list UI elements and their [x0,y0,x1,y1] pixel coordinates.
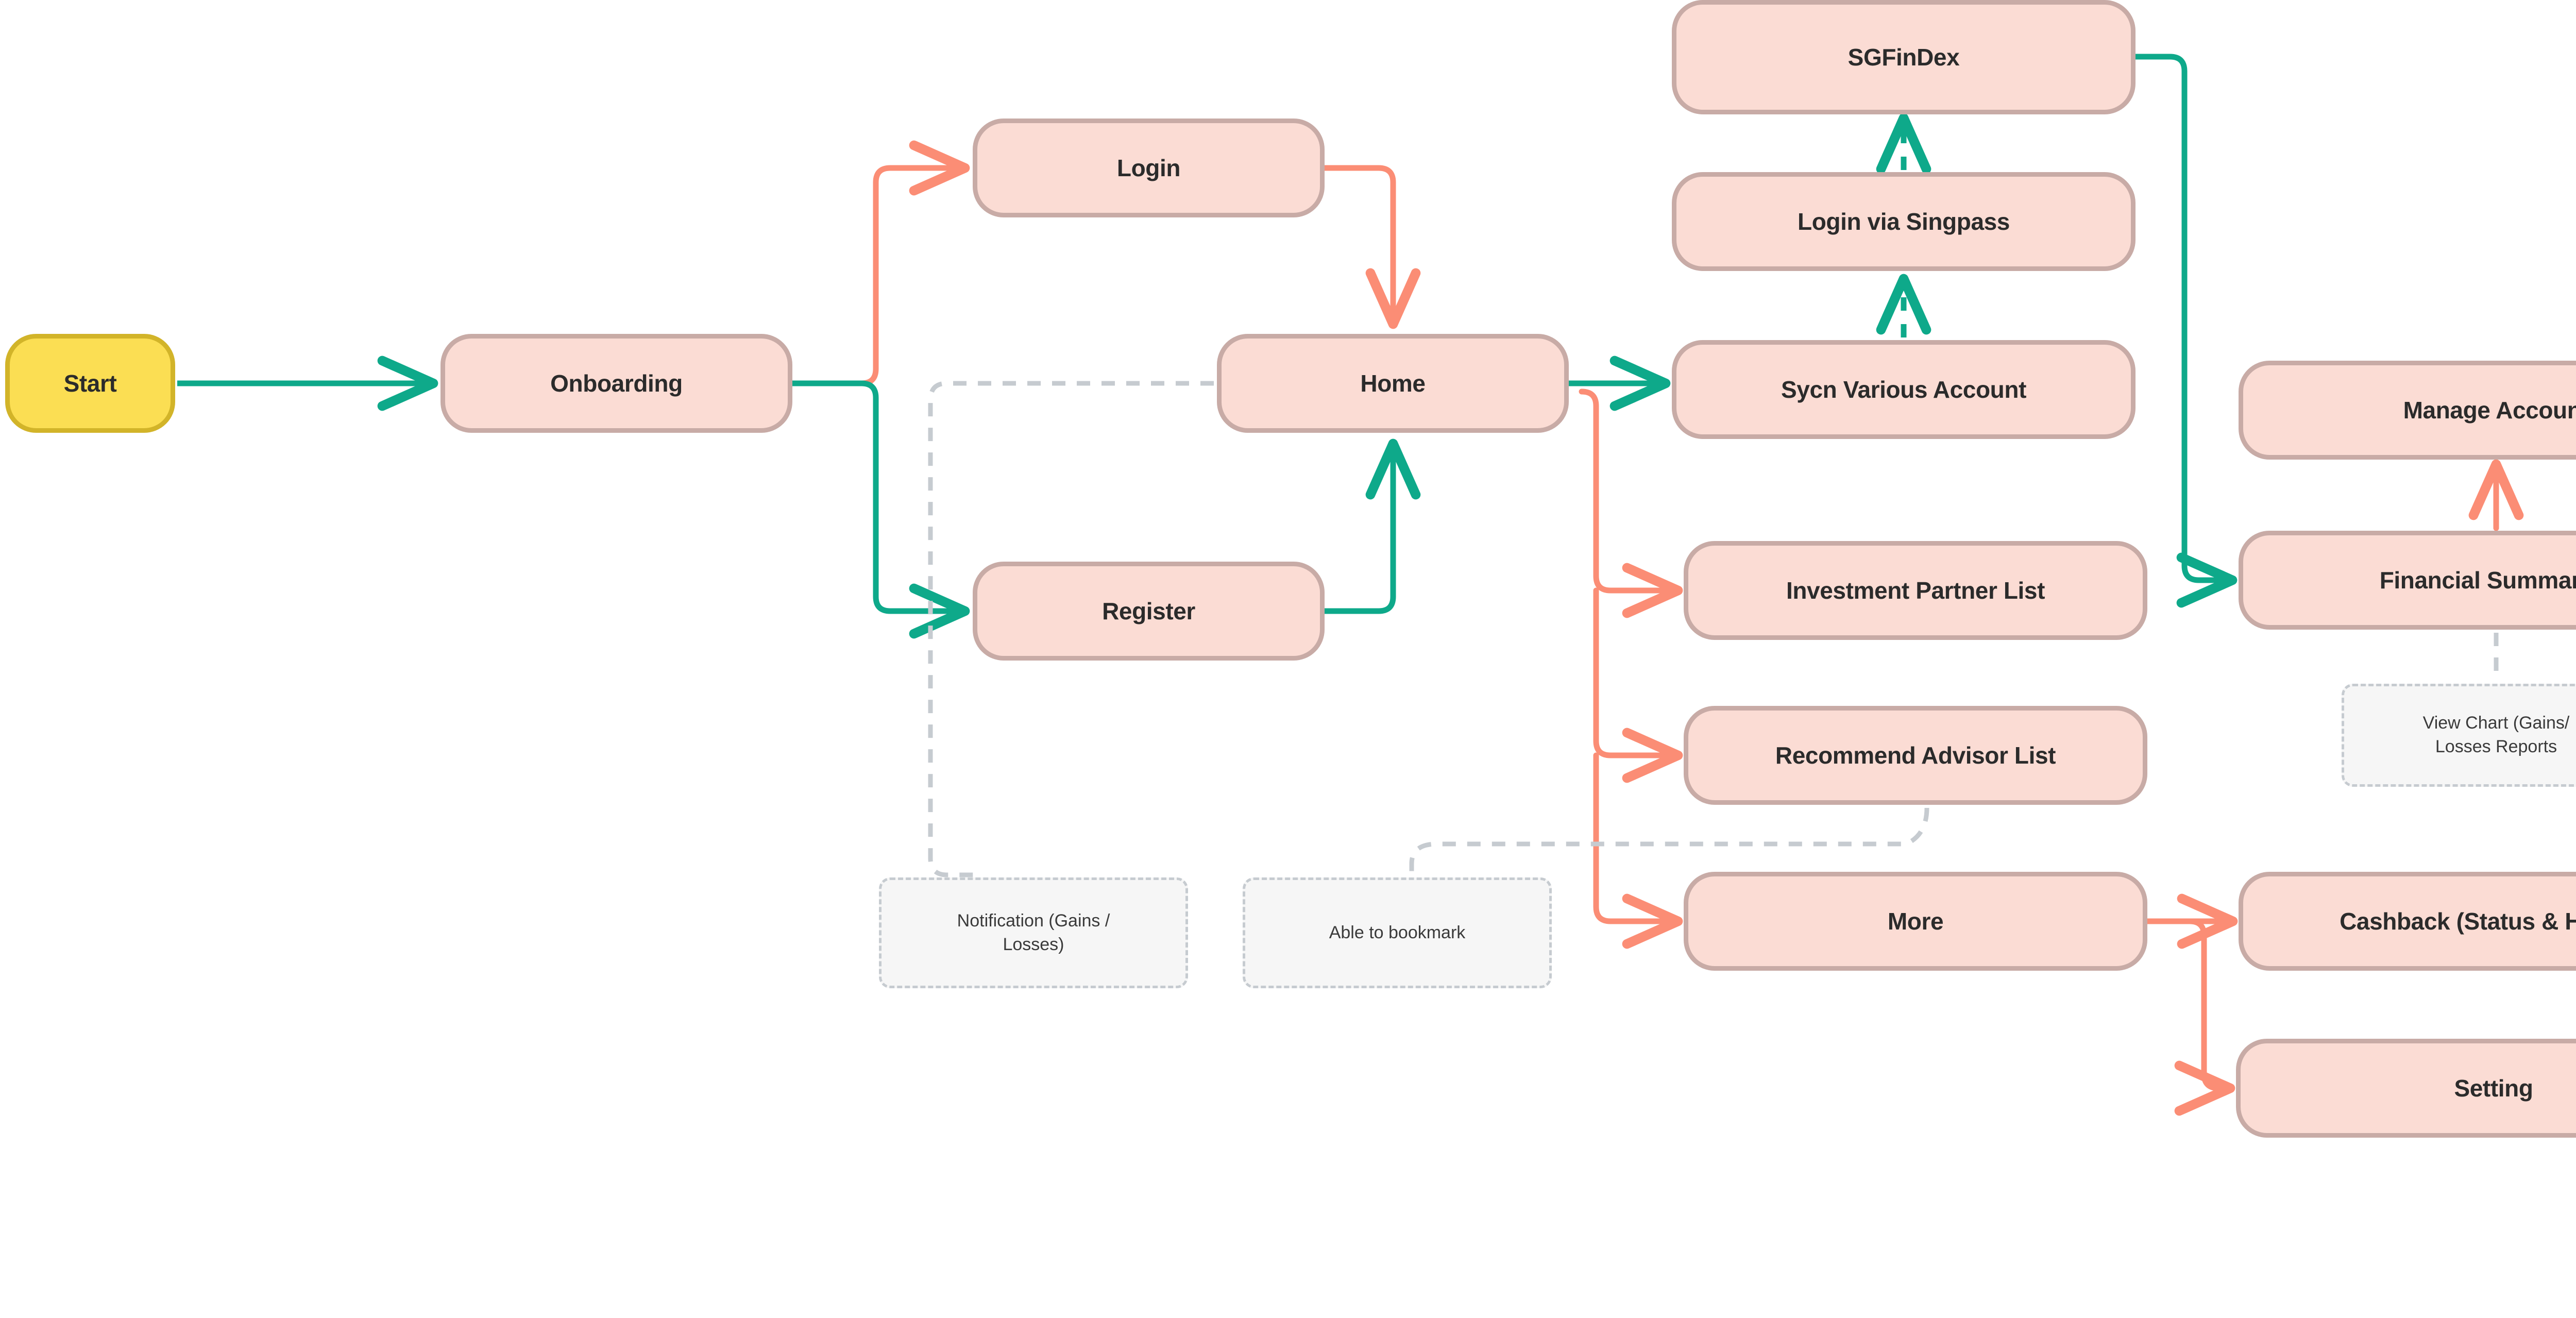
node-onboarding-label: Onboarding [550,369,683,397]
edge-sgfindex-financial [2132,54,2238,608]
note-notification: Notification (Gains / Losses) [879,877,1188,988]
edge-onboarding-login [789,140,970,386]
node-register-label: Register [1102,597,1195,624]
node-sync-various-account-label: Sycn Various Account [1781,376,2026,403]
node-onboarding[interactable]: Onboarding [440,334,792,433]
edge-login-home [1321,165,1421,329]
node-login[interactable]: Login [973,119,1325,217]
node-home-label: Home [1360,369,1426,397]
edge-advisor-note-bookmark [1409,807,1929,876]
note-notification-label: Notification (Gains / Losses) [957,910,1110,954]
node-investment-partner-list[interactable]: Investment Partner List [1684,541,2147,640]
node-register[interactable]: Register [973,562,1325,661]
node-recommend-advisor-list-label: Recommend Advisor List [1775,741,2056,769]
edge-more-setting [2174,918,2235,1116]
node-start-label: Start [63,369,117,397]
node-sgfindex-label: SGFinDex [1848,43,1960,71]
edge-onboarding-register [789,380,970,639]
node-manage-account[interactable]: Manage Account [2239,361,2576,460]
node-financial-summaries[interactable]: Financial Summaries [2239,531,2576,630]
note-view-chart: View Chart (Gains/ Losses Reports [2342,684,2576,787]
node-home[interactable]: Home [1217,334,1569,433]
node-sgfindex[interactable]: SGFinDex [1672,0,2136,114]
edge-register-home [1321,438,1421,614]
node-more-label: More [1887,907,1944,935]
edge-home-advisor [1593,587,1683,783]
node-login-via-singpass[interactable]: Login via Singpass [1672,172,2136,271]
node-setting[interactable]: Setting [2236,1039,2576,1138]
node-cashback[interactable]: Cashback (Status & History) [2239,872,2576,971]
edge-home-more [1593,752,1683,949]
node-login-via-singpass-label: Login via Singpass [1798,208,2010,235]
note-view-chart-label: View Chart (Gains/ Losses Reports [2422,713,2570,756]
note-bookmark: Able to bookmark [1243,877,1552,988]
node-financial-summaries-label: Financial Summaries [2379,566,2576,594]
node-more[interactable]: More [1684,872,2147,971]
node-recommend-advisor-list[interactable]: Recommend Advisor List [1684,706,2147,805]
node-sync-various-account[interactable]: Sycn Various Account [1672,340,2136,439]
node-setting-label: Setting [2454,1074,2533,1102]
node-investment-partner-list-label: Investment Partner List [1786,577,2045,604]
note-bookmark-label: Able to bookmark [1329,922,1466,942]
node-start[interactable]: Start [5,334,175,433]
node-login-label: Login [1116,154,1181,181]
node-manage-account-label: Manage Account [2403,396,2576,424]
node-cashback-label: Cashback (Status & History) [2340,907,2576,935]
edge-home-investment [1579,388,1683,618]
